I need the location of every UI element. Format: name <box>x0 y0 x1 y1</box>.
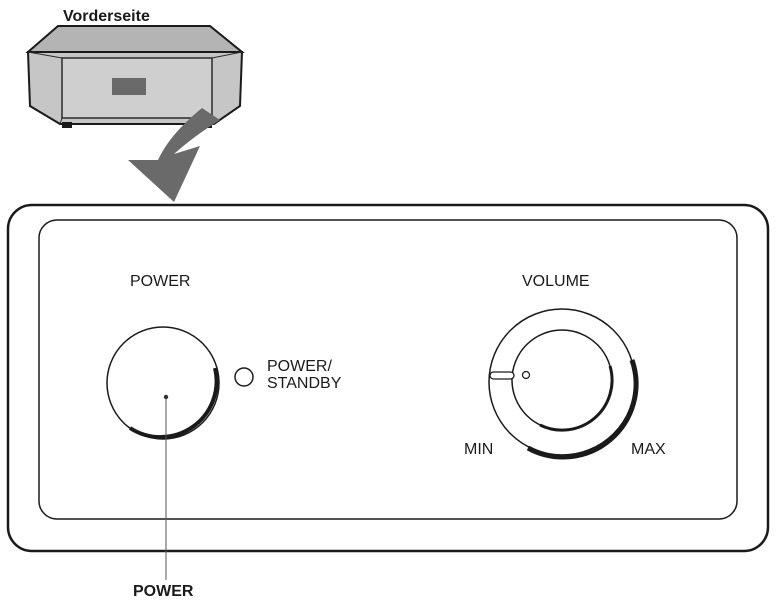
power-knob-face <box>106 326 220 440</box>
power-standby-indicator <box>234 367 254 387</box>
volume-min-label: MIN <box>464 441 494 458</box>
power-callout-label: POWER <box>133 583 194 600</box>
device-top-face <box>25 25 245 53</box>
volume-pointer-dot <box>521 370 531 380</box>
device-foot-left <box>62 122 72 128</box>
volume-max-label: MAX <box>631 441 666 458</box>
volume-min-marker <box>489 371 515 380</box>
power-knob[interactable] <box>106 326 220 440</box>
power-knob-label: POWER <box>130 273 191 290</box>
volume-knob-inner-shadow <box>539 365 614 432</box>
device-control-window <box>112 78 146 95</box>
power-knob-shadow <box>128 367 219 440</box>
indicator-label-line2: STANDBY <box>267 375 342 392</box>
indicator-label-line1: POWER/ <box>267 358 332 375</box>
device-front-view <box>25 25 245 128</box>
power-knob-center-dot <box>163 394 169 400</box>
volume-knob-outer-shadow <box>526 359 639 460</box>
volume-knob[interactable] <box>488 308 639 460</box>
zoom-arrow <box>128 108 220 202</box>
front-view-label: Vorderseite <box>63 8 150 25</box>
volume-knob-label: VOLUME <box>522 273 590 290</box>
